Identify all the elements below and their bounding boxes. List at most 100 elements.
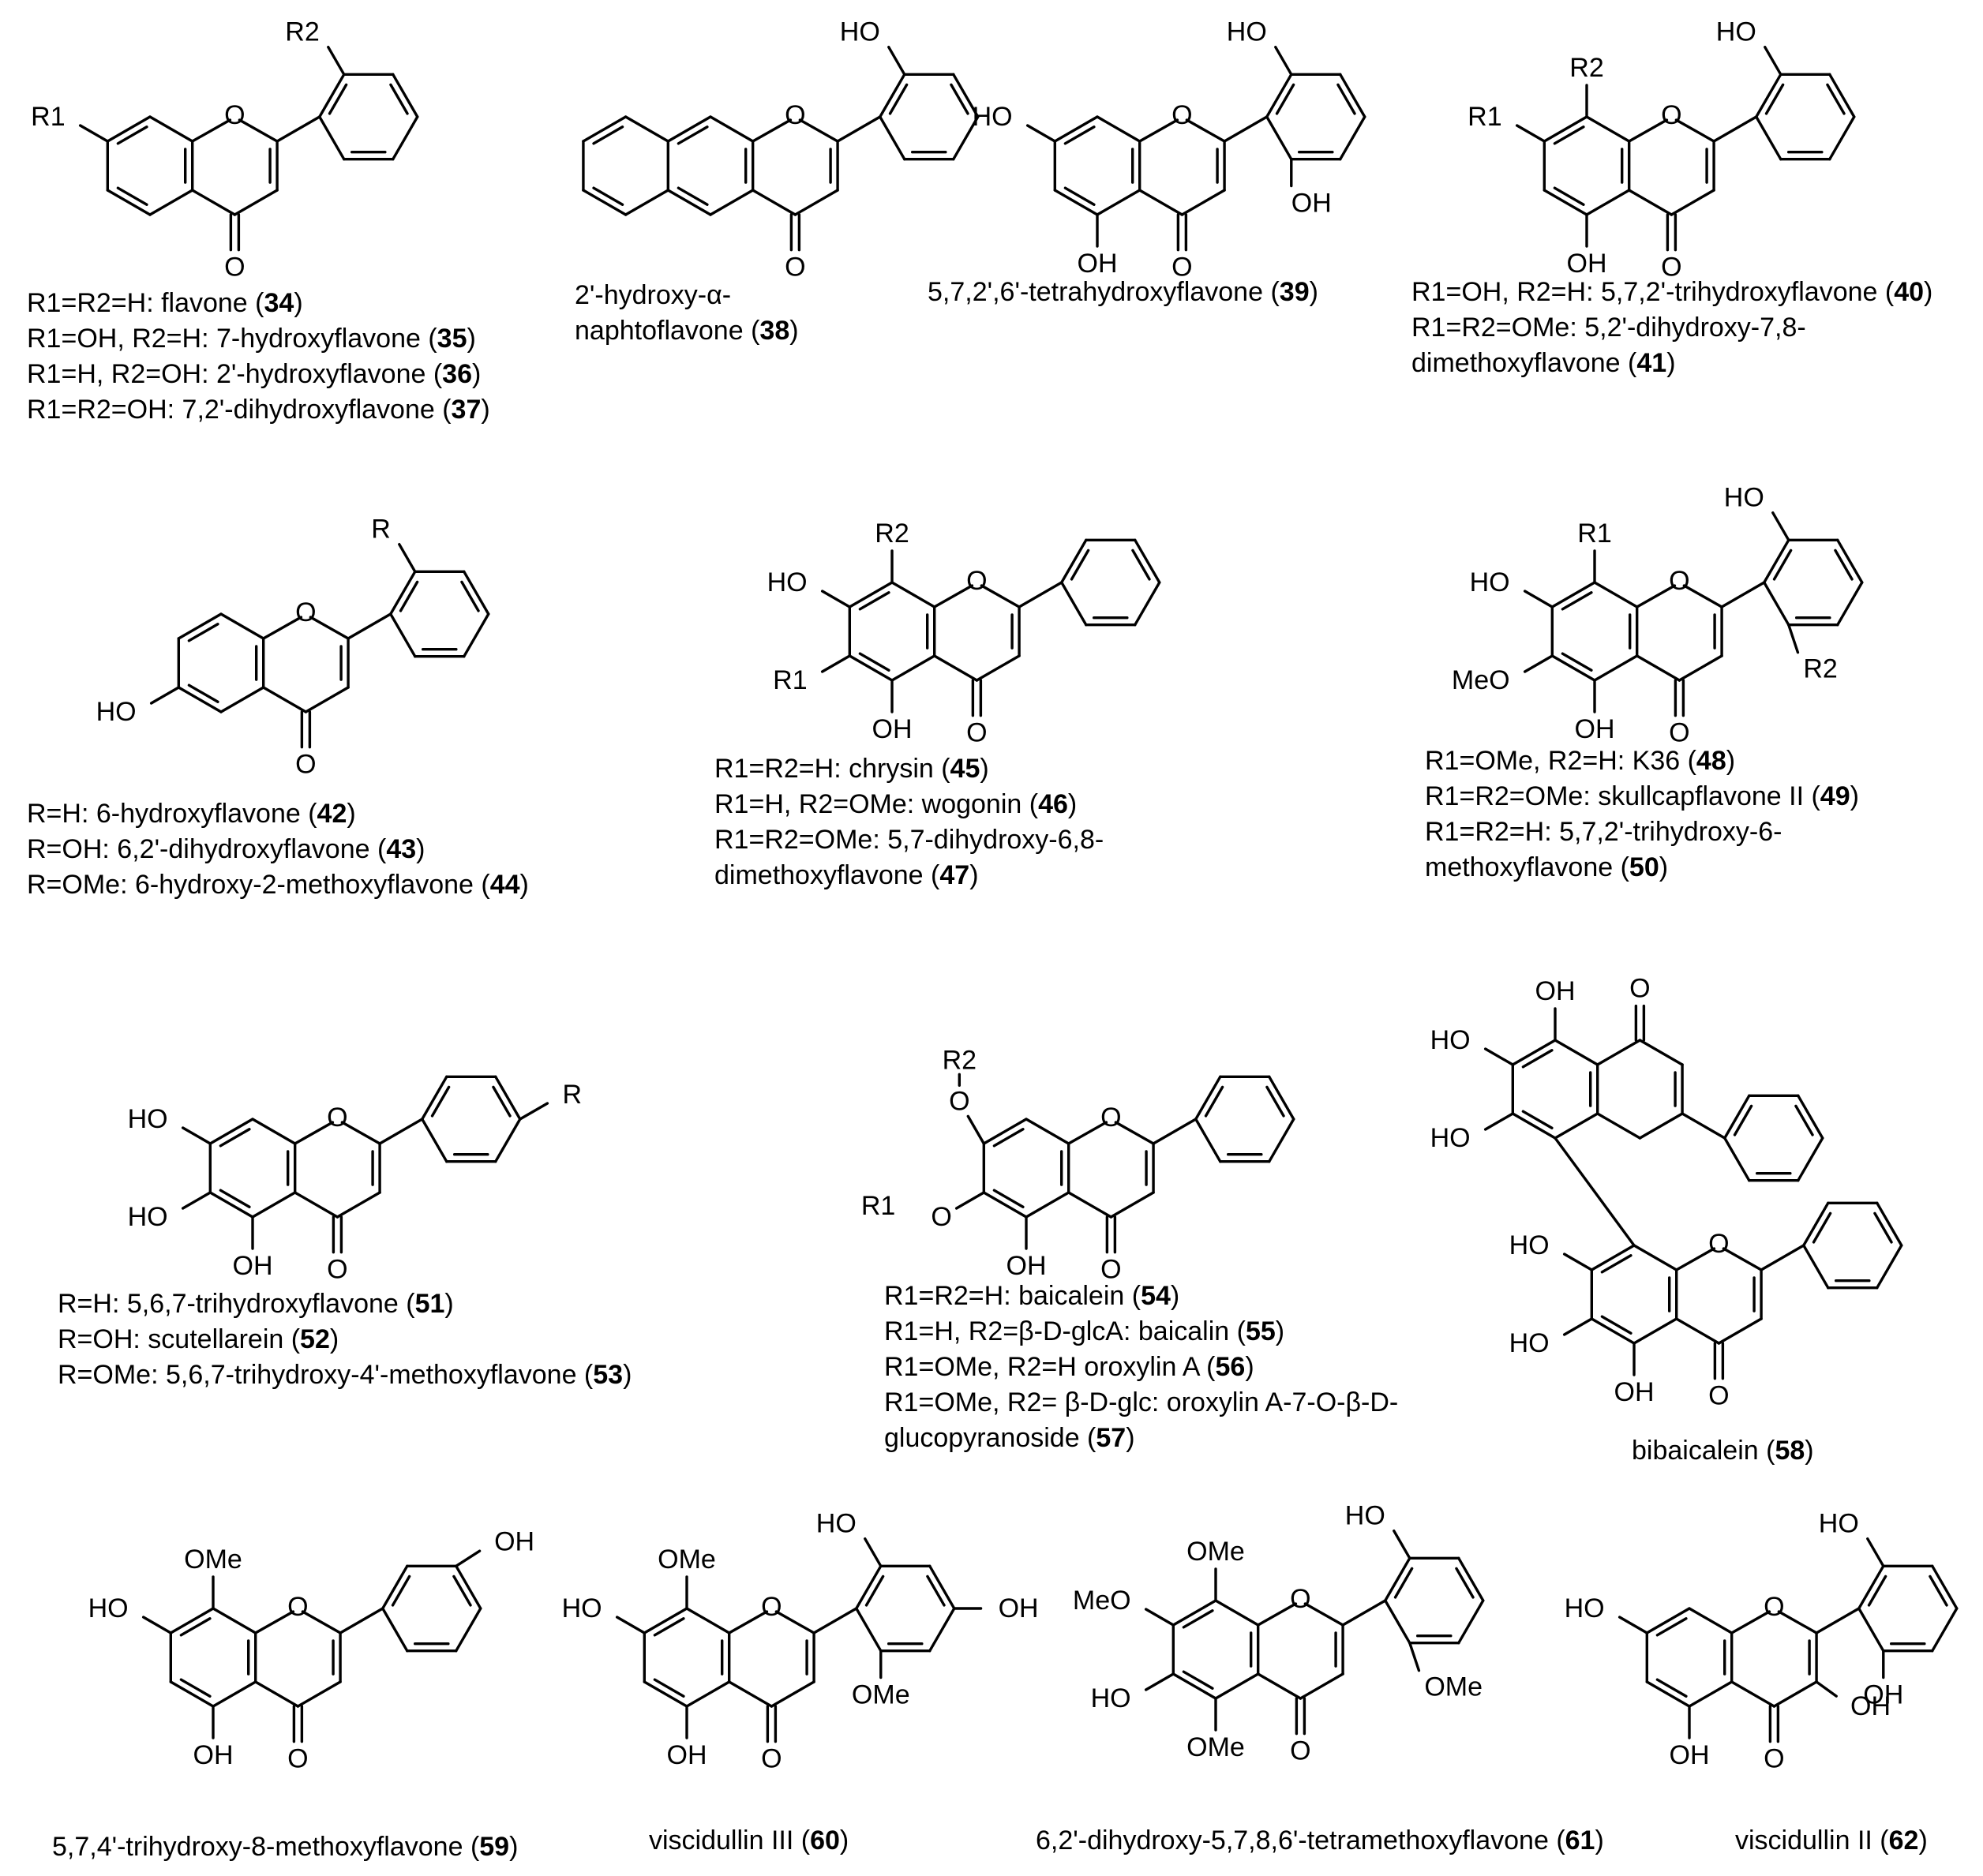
substituent-bond bbox=[864, 1537, 883, 1568]
substituent-bond bbox=[1562, 1317, 1594, 1336]
c-ring-bond bbox=[975, 654, 1021, 682]
ring-oxygen: O bbox=[1171, 100, 1192, 130]
a-ring-bond bbox=[1633, 1317, 1678, 1345]
c-ring-bond bbox=[932, 654, 979, 682]
substituent-label: OMe bbox=[852, 1679, 910, 1709]
c-ring-bond bbox=[798, 118, 839, 143]
double-bond bbox=[992, 1128, 1025, 1148]
c-ring-bond bbox=[751, 189, 797, 216]
substituent-label: HO bbox=[1430, 1123, 1471, 1153]
a-ring-bond bbox=[1550, 654, 1596, 682]
double-bond bbox=[1455, 1567, 1475, 1599]
caption-text: R1=OMe, R2=H: K36 ( bbox=[1425, 746, 1696, 776]
r2-label: R2 bbox=[943, 1045, 977, 1075]
ring-oxygen: O bbox=[966, 566, 987, 596]
substituent-bond bbox=[1144, 1672, 1175, 1691]
compound-number: 44 bbox=[489, 870, 520, 900]
substituent-label: HO bbox=[1716, 17, 1756, 47]
caption-text: ) bbox=[1924, 277, 1933, 307]
double-bond bbox=[187, 683, 219, 703]
phenyl-bond bbox=[1723, 1094, 1751, 1140]
biaryl-bond bbox=[378, 1118, 424, 1145]
a-ring-bond bbox=[251, 1191, 297, 1219]
b-ring-bond bbox=[1857, 1564, 1885, 1610]
b-ring-bond bbox=[1194, 1075, 1222, 1121]
ring-oxygen: O bbox=[327, 1103, 347, 1133]
caption-text: ) bbox=[1275, 1316, 1285, 1346]
biaryl-bond bbox=[1815, 1607, 1861, 1634]
substituent-label: HO bbox=[973, 102, 1013, 132]
substituent-label: HO bbox=[1819, 1509, 1859, 1539]
double-bond bbox=[1561, 652, 1593, 672]
b-ring-bond bbox=[1802, 1244, 1830, 1290]
caption-text: ) bbox=[1595, 1825, 1604, 1855]
substituent-label: OH bbox=[233, 1251, 273, 1281]
compound-number: 34 bbox=[264, 288, 294, 318]
naphthalene-bond bbox=[582, 115, 628, 143]
caption-line: methoxyflavone (50) bbox=[1425, 850, 1859, 886]
b-ring-bond bbox=[1060, 538, 1088, 584]
caption-text: R=H: 5,6,7-trihydroxyflavone ( bbox=[58, 1289, 415, 1319]
caption-text: R1=OMe, R2=H oroxylin A ( bbox=[884, 1352, 1216, 1382]
c-ring-bond bbox=[261, 616, 303, 640]
substituent-bond bbox=[181, 1191, 212, 1210]
caption-core-F: R=H: 5,6,7-trihydroxyflavone (51)R=OH: s… bbox=[58, 1286, 632, 1393]
b-ring-bond bbox=[1755, 115, 1782, 161]
r2-label: R2 bbox=[285, 17, 319, 47]
c-ring-bond bbox=[1717, 1317, 1763, 1345]
b-ring-bond bbox=[1265, 73, 1293, 118]
caption-text: ) bbox=[789, 316, 799, 346]
a-ring-bond bbox=[148, 189, 194, 216]
compound-number: 49 bbox=[1820, 781, 1850, 811]
substituent-label: OH bbox=[1614, 1377, 1655, 1407]
b-ring-bond bbox=[392, 115, 419, 161]
a-ring-bond bbox=[848, 654, 894, 682]
b-ring-bond bbox=[455, 1607, 482, 1653]
substituent-bond bbox=[1393, 1529, 1411, 1560]
compound-number: 55 bbox=[1245, 1316, 1276, 1346]
b-ring-bond bbox=[318, 73, 346, 118]
caption-line: 6,2'-dihydroxy-5,7,8,6'-tetramethoxyflav… bbox=[1036, 1823, 1604, 1859]
double-bond bbox=[1600, 1254, 1633, 1274]
caption-text: 5,7,2',6'-tetrahydroxyflavone ( bbox=[928, 277, 1280, 307]
upper-ring-bond bbox=[1595, 1039, 1642, 1066]
c-ring-bond bbox=[1180, 189, 1226, 216]
substituent-label: OMe bbox=[1186, 1537, 1245, 1567]
ring-oxygen: O bbox=[1764, 1592, 1784, 1622]
a-ring-bond bbox=[219, 686, 265, 713]
a-ring-bond bbox=[982, 1118, 1028, 1145]
c-ring-bond bbox=[1635, 584, 1677, 608]
upper-a-ring-bond bbox=[1554, 1039, 1599, 1066]
double-bond bbox=[858, 652, 890, 672]
c-ring-bond bbox=[1109, 1191, 1155, 1219]
substituent-label: HO bbox=[1430, 1025, 1471, 1055]
biaryl-bond bbox=[1152, 1118, 1198, 1145]
c-ring-bond bbox=[1670, 189, 1715, 216]
substituent-bond bbox=[954, 1191, 986, 1210]
compound-number: 60 bbox=[810, 1825, 840, 1855]
caption-39: 5,7,2',6'-tetrahydroxyflavone (39) bbox=[928, 275, 1318, 310]
caption-text: R1=R2=OH: 7,2'-dihydroxyflavone ( bbox=[27, 395, 452, 425]
caption-text: ) bbox=[1067, 789, 1078, 819]
c-ring-bond bbox=[727, 1610, 769, 1634]
c-ring-bond bbox=[190, 118, 232, 143]
caption-text: ) bbox=[1850, 781, 1859, 811]
caption-text: ) bbox=[519, 870, 529, 900]
b-ring-bond bbox=[1194, 1118, 1222, 1163]
c-ring-bond bbox=[190, 189, 237, 216]
biaryl-bond bbox=[347, 612, 392, 640]
caption-line: R=OMe: 6-hydroxy-2-methoxyflavone (44) bbox=[27, 867, 529, 903]
double-bond bbox=[1131, 549, 1151, 581]
a-ring-bond bbox=[1585, 189, 1631, 216]
c-ring-bond bbox=[1674, 1247, 1716, 1271]
substituent-bond bbox=[1523, 590, 1554, 608]
a-ring-bond bbox=[148, 115, 194, 143]
caption-text: dimethoxyflavone ( bbox=[714, 860, 940, 890]
double-bond bbox=[1204, 1085, 1224, 1118]
caption-text: R=OMe: 5,6,7-trihydroxy-4'-methoxyflavon… bbox=[58, 1360, 594, 1390]
caption-text: ) bbox=[1659, 852, 1669, 882]
